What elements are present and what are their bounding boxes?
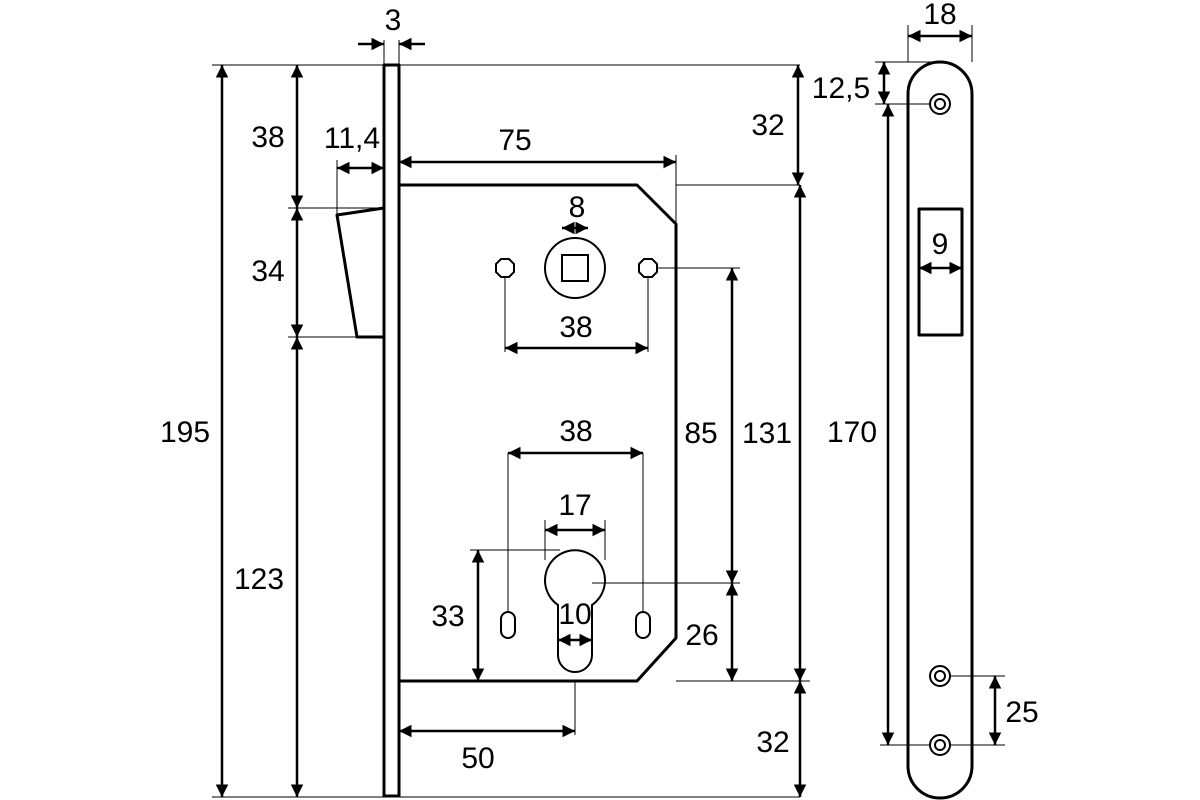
strike-hole-top-inner <box>934 98 946 110</box>
label-strike-width: 18 <box>923 0 956 31</box>
label-cylinder-height: 33 <box>431 600 464 633</box>
label-latch-projection: 11,4 <box>324 122 380 155</box>
label-faceplate-thickness: 3 <box>385 4 402 37</box>
slot-right <box>635 611 651 639</box>
screw-hole-left <box>495 258 515 278</box>
dimension-labels: 3 11,4 75 195 38 34 123 32 131 32 8 38 3… <box>160 0 1039 775</box>
label-strike-bottom-holes: 25 <box>1005 696 1038 729</box>
strike-plate <box>906 60 974 800</box>
label-strike-height: 170 <box>827 416 877 449</box>
screw-hole-right <box>638 258 658 278</box>
label-total-height: 195 <box>160 416 210 449</box>
strike-plate-view <box>906 60 974 800</box>
dimension-lines <box>215 29 1002 797</box>
label-cylinder-screw-spacing: 38 <box>559 415 592 448</box>
label-strike-top-hole: 12,5 <box>812 72 870 105</box>
faceplate <box>382 63 401 798</box>
label-spindle-square: 8 <box>569 191 586 224</box>
label-bottom-to-body: 32 <box>756 726 789 759</box>
label-latch-height: 34 <box>251 255 284 288</box>
latch-bolt <box>335 206 386 339</box>
slot-left <box>500 611 516 639</box>
strike-hole-mid-inner <box>934 670 946 682</box>
label-backset: 50 <box>461 742 494 775</box>
label-strike-slot-width: 9 <box>932 228 949 261</box>
label-latch-to-bottom: 123 <box>234 563 284 596</box>
label-body-height: 131 <box>742 417 792 450</box>
label-spindle-to-cylinder: 85 <box>684 417 717 450</box>
label-cylinder-width: 17 <box>558 489 591 522</box>
label-cylinder-slot-width: 10 <box>558 598 591 631</box>
label-top-to-latch: 38 <box>251 121 284 154</box>
label-body-depth: 75 <box>498 124 531 157</box>
spindle-square <box>561 254 589 282</box>
label-cylinder-to-bottom: 26 <box>685 619 718 652</box>
lock-body-view <box>335 63 678 798</box>
label-top-to-body: 32 <box>751 109 784 142</box>
label-spindle-screw-spacing: 38 <box>559 311 592 344</box>
strike-hole-bottom-inner <box>934 739 946 751</box>
